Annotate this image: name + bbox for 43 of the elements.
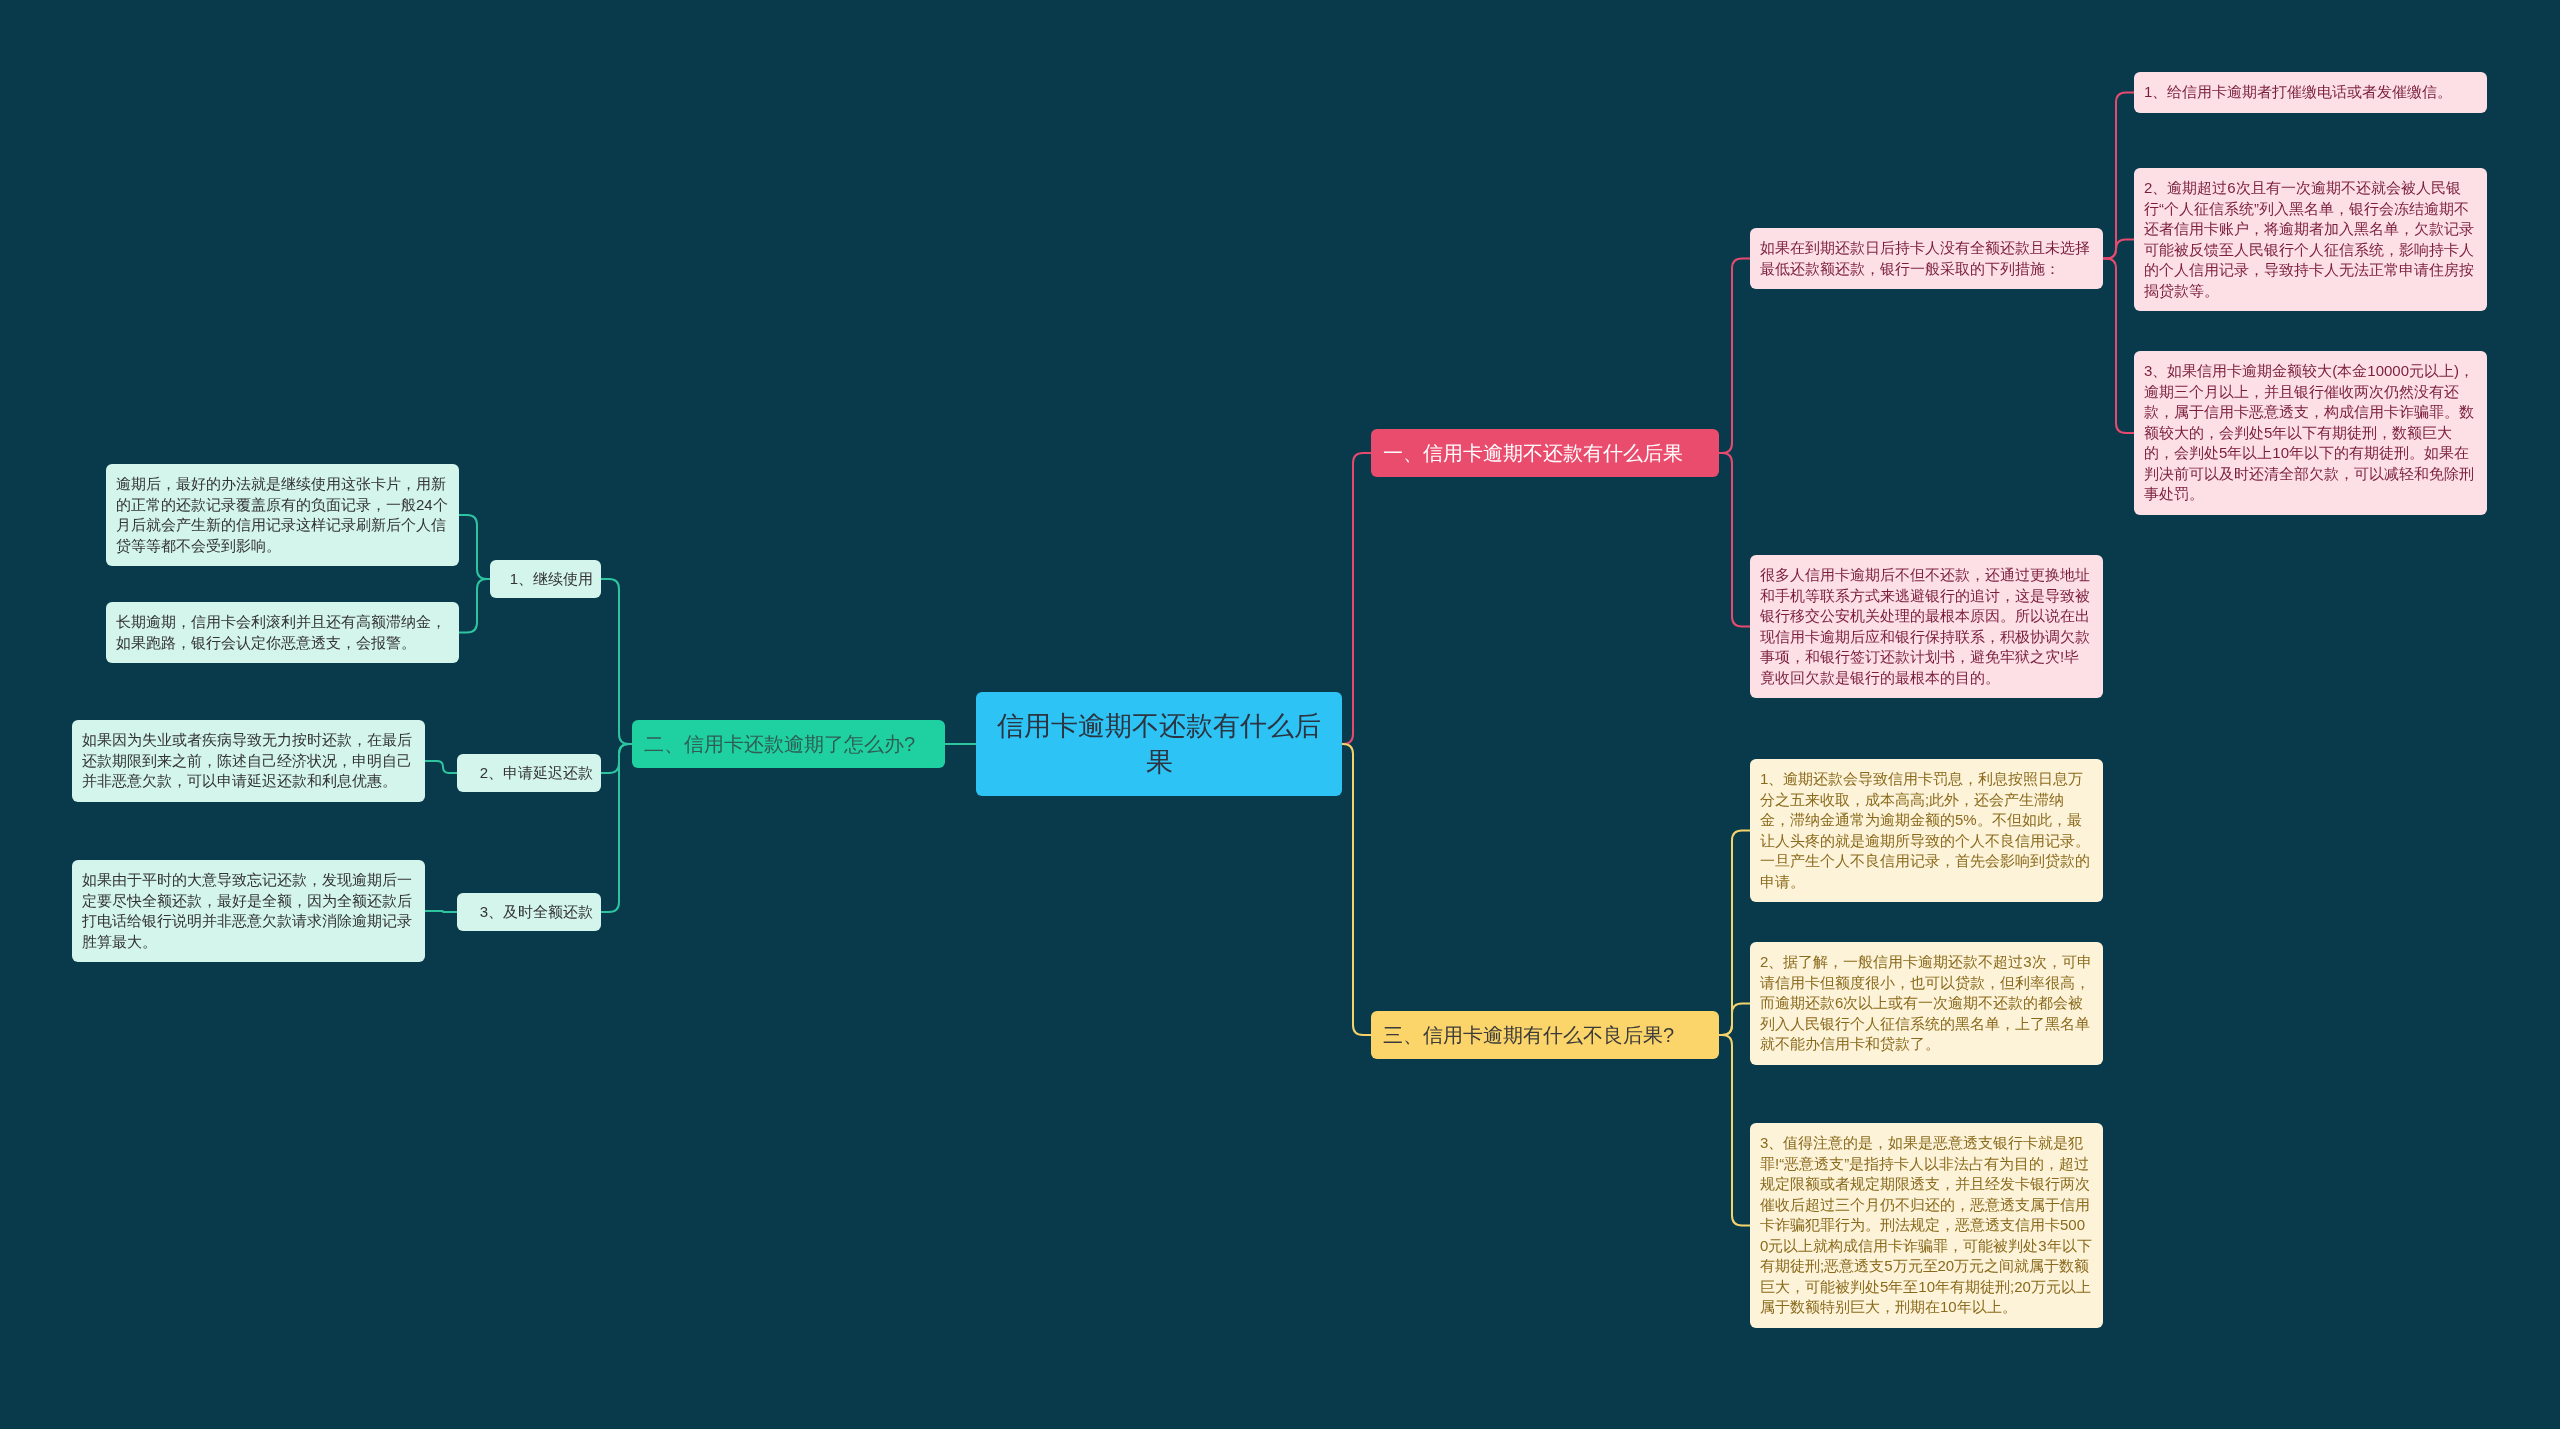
topic-text: 2、逾期超过6次且有一次逾期不还就会被人民银行“个人征信系统”列入黑名单，银行会冻结逾期不还者信用卡账户，将逾期者加入黑名单，欠款记录可能被反馈至人民银行个人征信系统，影响持卡人的个人信用记录，导致持卡人无法正常申请住房按揭贷款等。 bbox=[2144, 178, 2475, 301]
topic-text: 二、信用卡还款逾期了怎么办? bbox=[644, 732, 917, 757]
connector-line bbox=[1341, 743, 1372, 1036]
topic-text: 1、继续使用 bbox=[508, 569, 593, 589]
topic-text: 很多人信用卡逾期后不但不还款，还通过更换地址和手机等联系方式来逃避银行的追讨，这是导致被银行移交公安机关处理的最根本原因。所以说在出现信用卡逾期后应和银行保持联系，积极协调欠款事项，和银行签订还款计划书，避免牢狱之灾!毕竟收回欠款是银行的最根本的目的。 bbox=[1760, 565, 2091, 688]
note-box bbox=[106, 602, 459, 663]
connector-line bbox=[2102, 257, 2135, 434]
connector-line bbox=[424, 760, 458, 774]
topic-text: 3、及时全额还款 bbox=[478, 902, 593, 922]
note-box bbox=[1750, 759, 2103, 902]
note-box bbox=[1750, 942, 2103, 1065]
topic-text: 3、如果信用卡逾期金额较大(本金10000元以上)，逾期三个月以上，并且银行催收两次仍然没有还款，属于信用卡恶意透支，构成信用卡诈骗罪。数额较大的，会判处5年以下有期徒刑，数额巨大的，会判处5年以上10年以下的有期徒刑。如果在判决前可以及时还清全部欠款，可以减轻和免除刑事处罚。 bbox=[2144, 361, 2476, 504]
topic-text: 如果由于平时的大意导致忘记还款，发现逾期后一定要尽快全额还款，最好是全额，因为全额还款后打电话给银行说明并非恶意欠款请求消除逾期记录胜算最大。 bbox=[82, 870, 413, 952]
topic-text: 2、据了解，一般信用卡逾期还款不超过3次，可申请信用卡但额度很小，也可以贷款，但利率很高，而逾期还款6次以上或有一次逾期不还款的都会被列入人民银行个人征信系统的黑名单，上了黑名单就不能办信用卡和贷款了。 bbox=[1760, 952, 2093, 1054]
branch-topic bbox=[632, 720, 945, 768]
topic-text: 三、信用卡逾期有什么不良后果? bbox=[1383, 1023, 1676, 1048]
connector-line bbox=[424, 910, 458, 913]
subtopic-box bbox=[490, 560, 601, 598]
note-box bbox=[1750, 228, 2103, 289]
topic-text: 1、逾期还款会导致信用卡罚息，利息按照日息万分之五来收取，成本高高;此外，还会产生滞纳金，滞纳金通常为逾期金额的5%。不但如此，最让人头疼的就是逾期所导致的个人不良信用记录。一旦产生个人不良信用记录，首先会影响到贷款的申请。 bbox=[1760, 769, 2091, 892]
note-box bbox=[72, 860, 425, 962]
central-topic bbox=[976, 692, 1342, 796]
branch-topic bbox=[1371, 1011, 1719, 1059]
note-box bbox=[1750, 1123, 2103, 1328]
topic-text: 1、给信用卡逾期者打催缴电话或者发催缴信。 bbox=[2144, 82, 2454, 102]
note-box bbox=[106, 464, 459, 566]
note-box bbox=[2134, 72, 2487, 113]
note-box bbox=[2134, 168, 2487, 311]
connector-line bbox=[944, 743, 977, 745]
topic-text: 信用卡逾期不还款有什么后果 bbox=[996, 710, 1322, 779]
topic-text: 3、值得注意的是，如果是恶意透支银行卡就是犯罪!“恶意透支”是指持卡人以非法占有为目的，超过规定限额或者规定期限透支，并且经发卡银行两次催收后超过三个月仍不归还的，恶意透支属于信用卡诈骗犯罪行为。刑法规定，恶意透支信用卡5000元以上就构成信用卡诈骗罪，可能被判处3年以下有期徒刑;恶意透支5万元至20万元之间就属于数额巨大，可能被判处5年至10年有期徒刑;20万元以上属于数额特别巨大，刑期在10年以上。 bbox=[1760, 1133, 2093, 1317]
branch-topic bbox=[1371, 429, 1719, 477]
subtopic-box bbox=[457, 754, 601, 792]
topic-text: 一、信用卡逾期不还款有什么后果 bbox=[1383, 441, 1684, 466]
note-box bbox=[2134, 351, 2487, 515]
topic-text: 如果因为失业或者疾病导致无力按时还款，在最后还款期限到来之前，陈述自己经济状况，申明自己并非恶意欠款，可以申请延迟还款和利息优惠。 bbox=[82, 730, 413, 791]
note-box bbox=[1750, 555, 2103, 698]
note-box bbox=[72, 720, 425, 802]
topic-text: 如果在到期还款日后持卡人没有全额还款且未选择最低还款额还款，银行一般采取的下列措施： bbox=[1760, 238, 2091, 279]
subtopic-box bbox=[457, 893, 601, 931]
topic-text: 逾期后，最好的办法就是继续使用这张卡片，用新的正常的还款记录覆盖原有的负面记录，一般24个月后就会产生新的信用记录这样记录刷新后个人信贷等等都不会受到影响。 bbox=[116, 474, 449, 556]
topic-text: 2、申请延迟还款 bbox=[478, 763, 593, 783]
topic-text: 长期逾期，信用卡会利滚利并且还有高额滞纳金，如果跑路，银行会认定你恶意透支，会报警。 bbox=[116, 612, 447, 653]
